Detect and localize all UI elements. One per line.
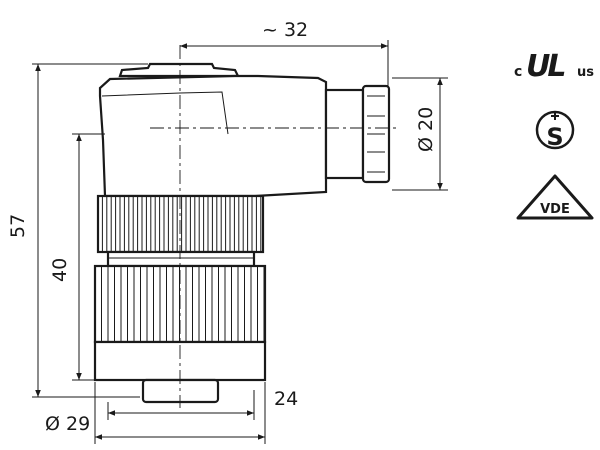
connector-body [93, 62, 391, 404]
center-lines [150, 45, 400, 408]
dim-top-width: ~ 32 [262, 19, 308, 41]
dim-overall-height: 57 [7, 214, 29, 238]
s-mark: S [535, 110, 575, 151]
dim-inner-height: 40 [49, 258, 71, 282]
ul-suffix: us [577, 65, 594, 80]
s-mark-letter: S [546, 123, 563, 151]
dim-base-dia: Ø 29 [45, 413, 90, 435]
vde-mark: VDE [516, 174, 594, 220]
ul-prefix: c [514, 64, 522, 80]
dimension-lines [32, 40, 448, 444]
dim-cable-gland-dia: Ø 20 [415, 107, 437, 152]
dim-nut-width: 24 [274, 388, 298, 410]
ul-mark: c UL us [514, 49, 594, 84]
vde-label: VDE [540, 202, 570, 217]
ul-core: UL [526, 49, 564, 84]
